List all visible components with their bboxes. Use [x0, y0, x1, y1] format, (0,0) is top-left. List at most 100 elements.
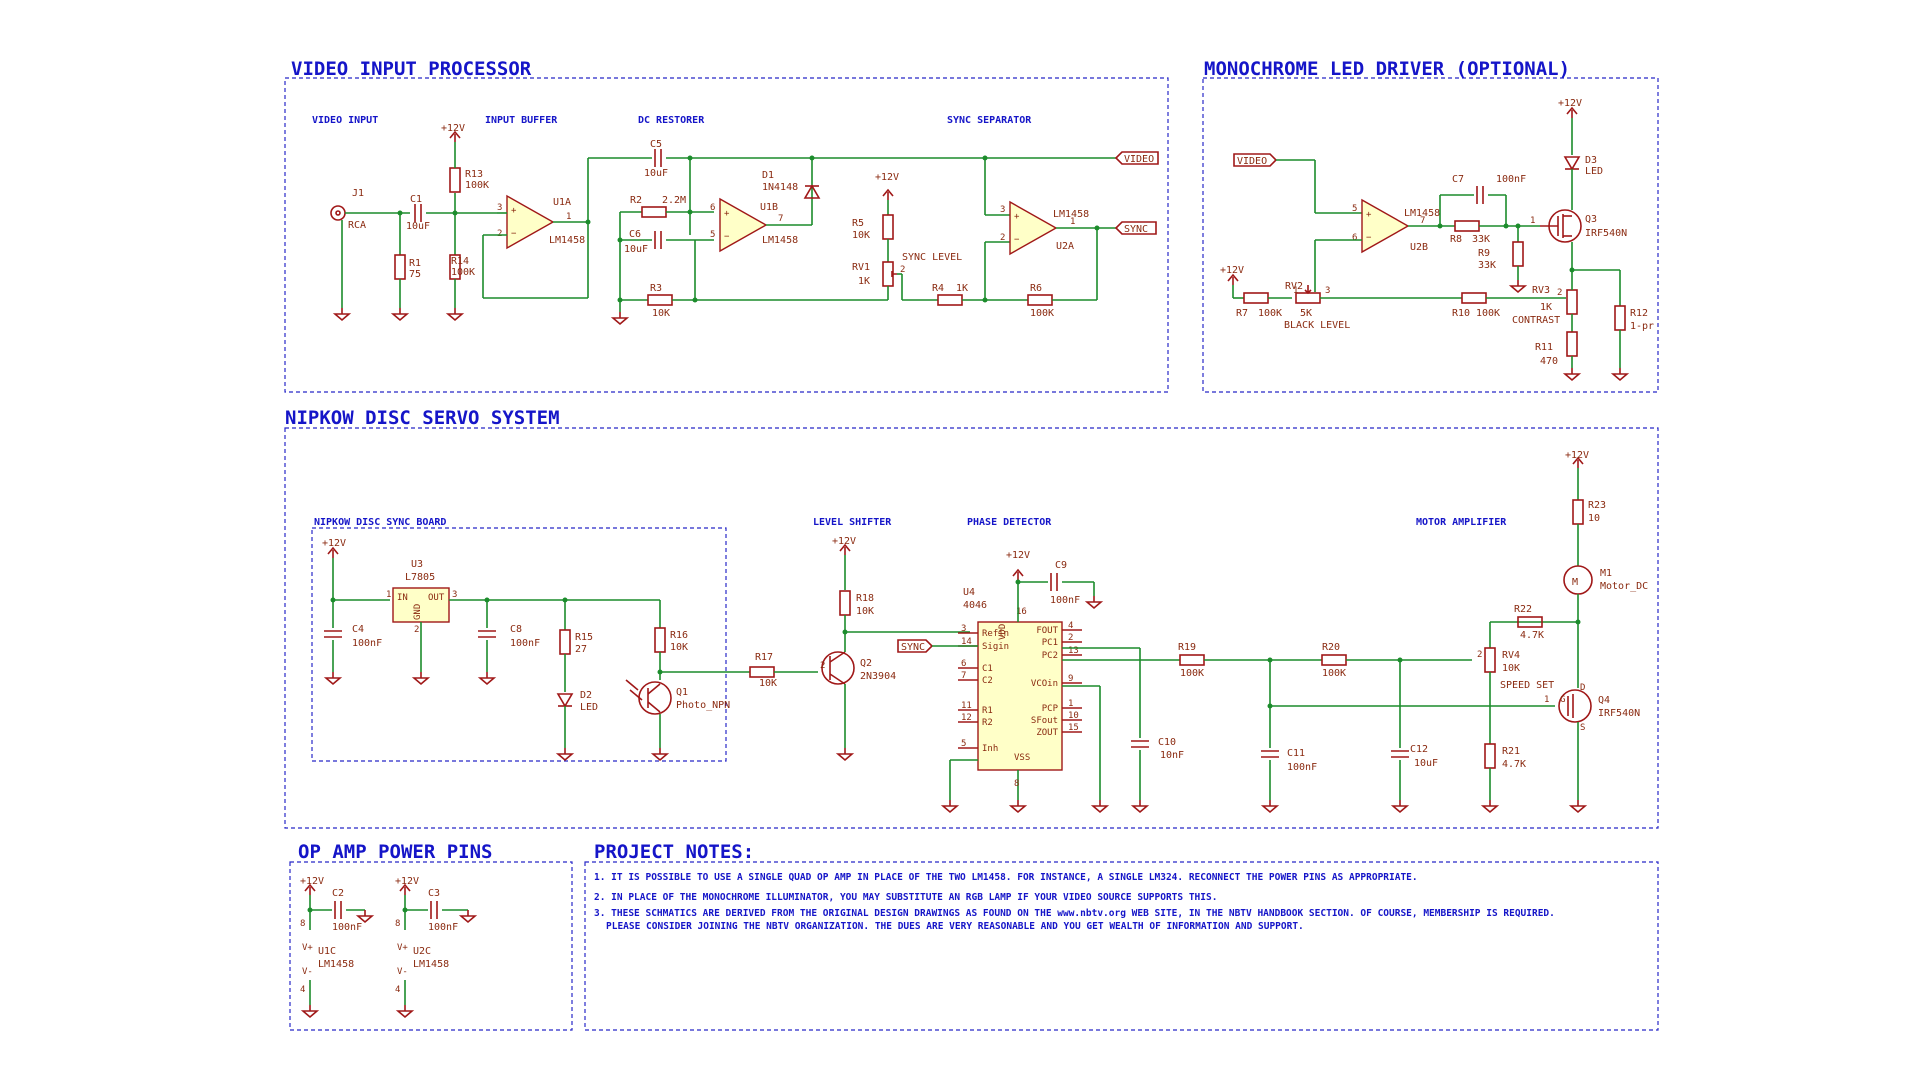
motor-amplifier: +12V R23 10 M M1 Motor_DC R22 4.7K 2 RV4…	[1267, 450, 1648, 813]
svg-text:BLACK LEVEL: BLACK LEVEL	[1284, 320, 1350, 331]
svg-text:16: 16	[1016, 607, 1027, 617]
svg-text:V+: V+	[302, 943, 313, 953]
svg-text:R2: R2	[630, 195, 642, 206]
svg-text:U2C: U2C	[413, 946, 431, 957]
note-2: 2. IN PLACE OF THE MONOCHROME ILLUMINATO…	[594, 892, 1217, 903]
svg-text:5: 5	[710, 230, 715, 240]
svg-text:100nF: 100nF	[1050, 595, 1080, 606]
svg-text:VIDEO: VIDEO	[1124, 154, 1154, 165]
svg-text:100nF: 100nF	[332, 922, 362, 933]
svg-text:Motor_DC: Motor_DC	[1600, 581, 1648, 592]
svg-text:U3: U3	[411, 559, 423, 570]
section-title-op-amp-power-pins: OP AMP POWER PINS	[298, 841, 492, 863]
d1-diode: D1 1N4148	[762, 170, 821, 199]
svg-text:U2B: U2B	[1410, 242, 1428, 253]
svg-text:1N4148: 1N4148	[762, 182, 798, 193]
svg-text:10K: 10K	[652, 308, 670, 319]
j1-rca-connector: J1 RCA	[330, 188, 366, 231]
svg-text:R7: R7	[1236, 308, 1248, 319]
u4-pin-name: R1	[982, 706, 993, 716]
svg-text:U1C: U1C	[318, 946, 336, 957]
svg-text:8: 8	[1014, 779, 1019, 789]
svg-text:1: 1	[1530, 216, 1535, 226]
svg-text:U4: U4	[963, 587, 975, 598]
svg-text:R12: R12	[1630, 308, 1648, 319]
svg-text:VSS: VSS	[1014, 753, 1030, 763]
svg-text:R16: R16	[670, 630, 688, 641]
label-video-input: VIDEO INPUT	[312, 115, 378, 126]
section-title-nipkow-disc-servo: NIPKOW DISC SERVO SYSTEM	[285, 407, 560, 429]
svg-text:+12V: +12V	[322, 538, 346, 549]
note-3-continued: PLEASE CONSIDER JOINING THE NBTV ORGANIZ…	[606, 921, 1304, 932]
section-title-video-input-processor: VIDEO INPUT PROCESSOR	[291, 58, 532, 80]
svg-text:LED: LED	[580, 702, 598, 713]
svg-text:SPEED SET: SPEED SET	[1500, 680, 1554, 691]
svg-text:3: 3	[1000, 205, 1005, 215]
u4-pin-name: ZOUT	[1036, 728, 1058, 738]
svg-text:LM1458: LM1458	[1404, 208, 1440, 219]
svg-text:100K: 100K	[465, 180, 489, 191]
svg-text:R11: R11	[1535, 342, 1553, 353]
svg-text:C12: C12	[1410, 744, 1428, 755]
svg-text:5: 5	[1352, 204, 1357, 214]
u4-pin-number: 11	[961, 701, 972, 711]
section-title-monochrome-led-driver: MONOCHROME LED DRIVER (OPTIONAL)	[1204, 58, 1570, 80]
svg-text:LM1458: LM1458	[413, 959, 449, 970]
monochrome-led-driver: VIDEO 56 LM1458 U2B 7 C7 100nF R8 33K R9…	[1220, 98, 1654, 381]
u4-pin-number: 5	[961, 739, 966, 749]
u4-pin-name: Sigin	[982, 642, 1009, 652]
q4-mosfet: 1 G D S Q4 IRF540N	[1544, 683, 1640, 733]
u4-pin-name: VCOin	[1031, 679, 1058, 689]
svg-text:2: 2	[1477, 650, 1482, 660]
svg-text:2: 2	[900, 265, 905, 275]
svg-text:R10: R10	[1452, 308, 1470, 319]
video-input-processor-frame	[284, 77, 1169, 393]
u4-pin-number: 12	[961, 713, 972, 723]
u4-pin-number: 3	[961, 624, 966, 634]
svg-text:2N3904: 2N3904	[860, 671, 896, 682]
svg-text:33K: 33K	[1472, 234, 1490, 245]
svg-text:7: 7	[1420, 216, 1425, 226]
level-shifter: R17 10K 2 Q2 2N3904 +12V R18 10K	[749, 536, 970, 761]
svg-text:U1B: U1B	[760, 202, 778, 213]
svg-text:R5: R5	[852, 218, 864, 229]
monochrome-led-driver-frame	[1202, 77, 1659, 393]
svg-text:100nF: 100nF	[1287, 762, 1317, 773]
svg-text:R20: R20	[1322, 642, 1340, 653]
svg-text:10uF: 10uF	[1414, 758, 1438, 769]
svg-text:U2A: U2A	[1056, 241, 1074, 252]
svg-text:2: 2	[820, 661, 825, 671]
svg-text:R3: R3	[650, 283, 662, 294]
net-label-video-in: VIDEO	[1233, 153, 1278, 167]
svg-text:+12V: +12V	[875, 172, 899, 183]
svg-text:V-: V-	[397, 967, 408, 977]
nipkow-disc-sync-board-frame	[311, 527, 727, 762]
svg-text:1K: 1K	[1540, 302, 1552, 313]
net-label-video-out: VIDEO	[1114, 151, 1159, 165]
net-label-sync-out: SYNC	[1114, 221, 1157, 235]
svg-text:Q1: Q1	[676, 687, 688, 698]
svg-text:R23: R23	[1588, 500, 1606, 511]
svg-text:100K: 100K	[1180, 668, 1204, 679]
svg-text:470: 470	[1540, 356, 1558, 367]
svg-text:SYNC: SYNC	[901, 642, 925, 653]
svg-text:+12V: +12V	[300, 876, 324, 887]
svg-text:R8: R8	[1450, 234, 1462, 245]
u4-pin-name: FOUT	[1036, 626, 1058, 636]
svg-text:R18: R18	[856, 593, 874, 604]
svg-text:LM1458: LM1458	[549, 235, 585, 246]
svg-text:3: 3	[452, 590, 457, 600]
svg-text:D: D	[1580, 683, 1585, 693]
svg-text:VIDEO: VIDEO	[1237, 156, 1267, 167]
svg-text:5K: 5K	[1300, 308, 1312, 319]
label-dc-restorer: DC RESTORER	[638, 115, 705, 126]
u4-pin-number: 6	[961, 659, 966, 669]
svg-text:6: 6	[1352, 233, 1357, 243]
svg-text:C7: C7	[1452, 174, 1464, 185]
svg-text:2: 2	[414, 625, 419, 635]
svg-text:4.7K: 4.7K	[1502, 759, 1526, 770]
